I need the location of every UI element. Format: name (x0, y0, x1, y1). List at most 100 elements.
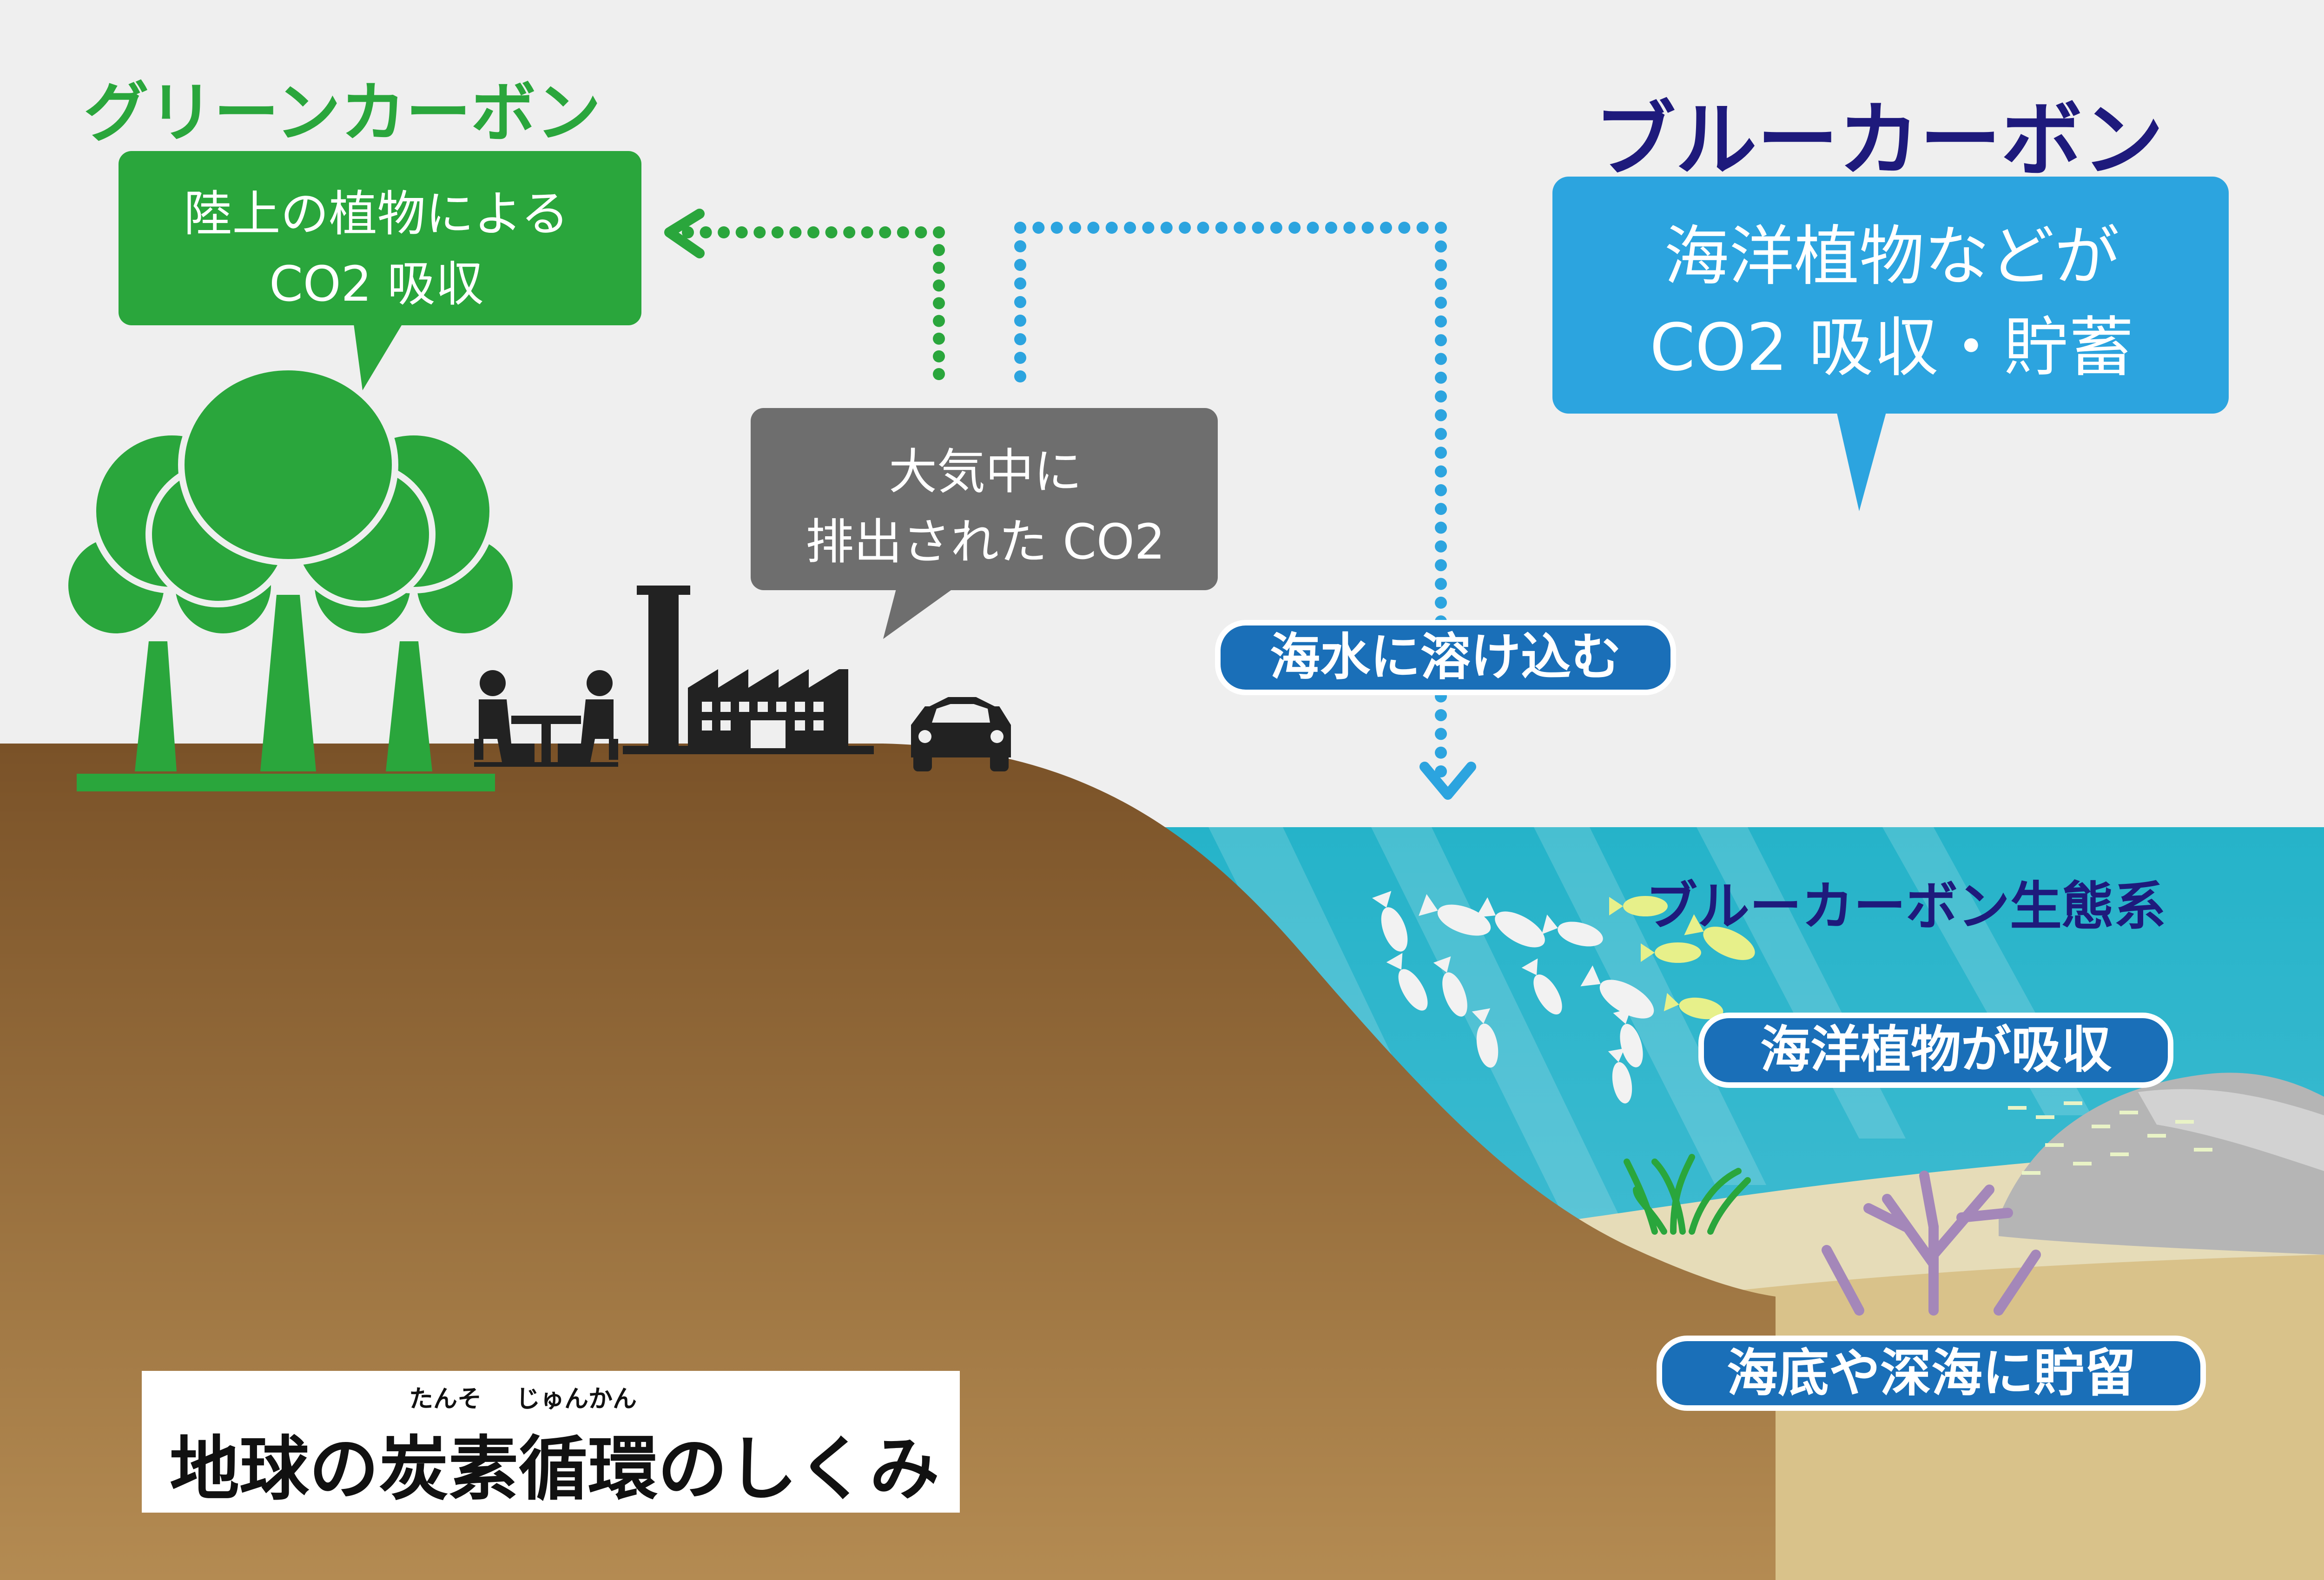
arrow-dot (1270, 222, 1282, 234)
store-label: 海底や深海に貯留 (1727, 1343, 2136, 1403)
arrow-dot (915, 226, 927, 238)
arrow-dot (1435, 428, 1447, 440)
arrow-dot (843, 226, 856, 238)
arrow-dot (1014, 370, 1026, 382)
dissolve-label: 海水に溶け込む (1269, 628, 1621, 686)
arrow-dot (1380, 222, 1392, 234)
green-bubble-line1: 陸上の植物による (184, 185, 569, 242)
arrow-dot (1050, 222, 1063, 234)
arrow-dot (771, 226, 784, 238)
arrow-dot (1014, 333, 1026, 345)
arrow-dot (1398, 222, 1411, 234)
arrow-dot (933, 297, 945, 309)
arrow-dot (1435, 240, 1447, 253)
arrow-dot (1361, 222, 1374, 234)
arrow-dot (807, 226, 819, 238)
arrow-dot (1435, 278, 1447, 290)
arrow-dot (1435, 390, 1447, 403)
blue-bubble-line2: CO2 吸収・貯蓄 (1650, 310, 2134, 386)
small-fish-school (2008, 1101, 2212, 1175)
arrow-dot (825, 226, 838, 238)
arrow-dot (1435, 259, 1447, 271)
blue-bubble-line1: 海洋植物などが (1664, 219, 2119, 295)
arrow-dot (1435, 521, 1447, 534)
arrow-dot (861, 226, 873, 238)
fish-icon (1372, 891, 1755, 1104)
green-arrow-head (664, 209, 705, 258)
arrow-dot (1435, 371, 1447, 384)
arrow-dot (879, 226, 891, 238)
atmosphere-bubble-text: 大気中に 排出された CO2 (753, 437, 1218, 577)
arrow-dot (1179, 222, 1191, 234)
arrow-dot (933, 350, 945, 362)
green-carbon-title: グリーンカーボン (84, 75, 601, 151)
arrow-dot (1014, 222, 1026, 234)
blue-arrow-icon (1014, 222, 1447, 777)
blue-arrow-head (1419, 762, 1476, 800)
arrow-dot (933, 279, 945, 292)
arrow-dot (1343, 222, 1356, 234)
arrow-dot (1014, 315, 1026, 327)
arrow-dot (1325, 222, 1337, 234)
arrow-dot (1014, 352, 1026, 364)
store-pill (1657, 1336, 2206, 1411)
arrow-dot (1435, 578, 1447, 590)
arrow-dot (1435, 447, 1447, 459)
absorb-label: 海洋植物が吸収 (1760, 1021, 2112, 1079)
arrow-dot (1087, 222, 1100, 234)
arrow-dot (1435, 709, 1447, 721)
absorb-pill (1698, 1013, 2173, 1088)
arrow-dot (1435, 296, 1447, 309)
arrow-dot (933, 315, 945, 327)
arrow-dot (933, 226, 945, 238)
tree-icon (62, 364, 519, 771)
arrow-dot (1160, 222, 1173, 234)
arrow-dot (1014, 259, 1026, 271)
ecosystem-label: ブルーカーボン生態系 (1645, 876, 2166, 937)
arrow-dot (1435, 222, 1447, 234)
arrow-dot (789, 226, 802, 238)
arrow-dot (1435, 728, 1447, 740)
blue-bubble (1552, 177, 2229, 511)
arrow-dot (1435, 409, 1447, 421)
factory-icon (623, 586, 874, 754)
green-bubble-text: 陸上の植物による CO2 吸収 (121, 179, 632, 319)
arrow-dot (1014, 277, 1026, 290)
arrow-dot (1307, 222, 1319, 234)
arrow-dot (1069, 222, 1082, 234)
blue-carbon-title: ブルーカーボン (1594, 93, 2164, 188)
arrow-dot (1435, 465, 1447, 478)
arrow-dot (933, 368, 945, 380)
arrow-dot (933, 262, 945, 274)
arrow-dot (1032, 222, 1045, 234)
arrow-dot (1234, 222, 1246, 234)
title-panel: たんそ じゅんかん 地球の炭素循環のしくみ (142, 1371, 960, 1513)
arrow-dot (735, 226, 748, 238)
arrow-dot (753, 226, 766, 238)
arrow-dot (1142, 222, 1155, 234)
gray-bubble (751, 408, 1218, 639)
arrow-dot (1105, 222, 1118, 234)
dissolve-pill (1215, 620, 1676, 695)
arrow-dot (1252, 222, 1264, 234)
arrow-dot (1215, 222, 1228, 234)
car-icon (911, 697, 1011, 771)
arrow-dot (1435, 540, 1447, 553)
people-table-icon (474, 670, 618, 767)
atmosphere-line2: 排出された CO2 (805, 513, 1165, 570)
arrow-dot (1435, 765, 1447, 777)
rock-icon (1999, 1073, 2324, 1255)
green-arrow-icon (682, 226, 945, 380)
arrow-dot (1435, 559, 1447, 572)
green-bubble-line2: CO2 吸収 (269, 255, 484, 312)
arrow-dot (718, 226, 730, 238)
arrow-dot (1197, 222, 1209, 234)
grass-strip (77, 774, 495, 791)
green-bubble (119, 151, 641, 390)
arrow-dot (933, 332, 945, 345)
arrow-dot (1014, 240, 1026, 252)
atmosphere-line1: 大気中に (888, 443, 1082, 500)
arrow-dot (933, 244, 945, 257)
arrow-dot (1288, 222, 1301, 234)
